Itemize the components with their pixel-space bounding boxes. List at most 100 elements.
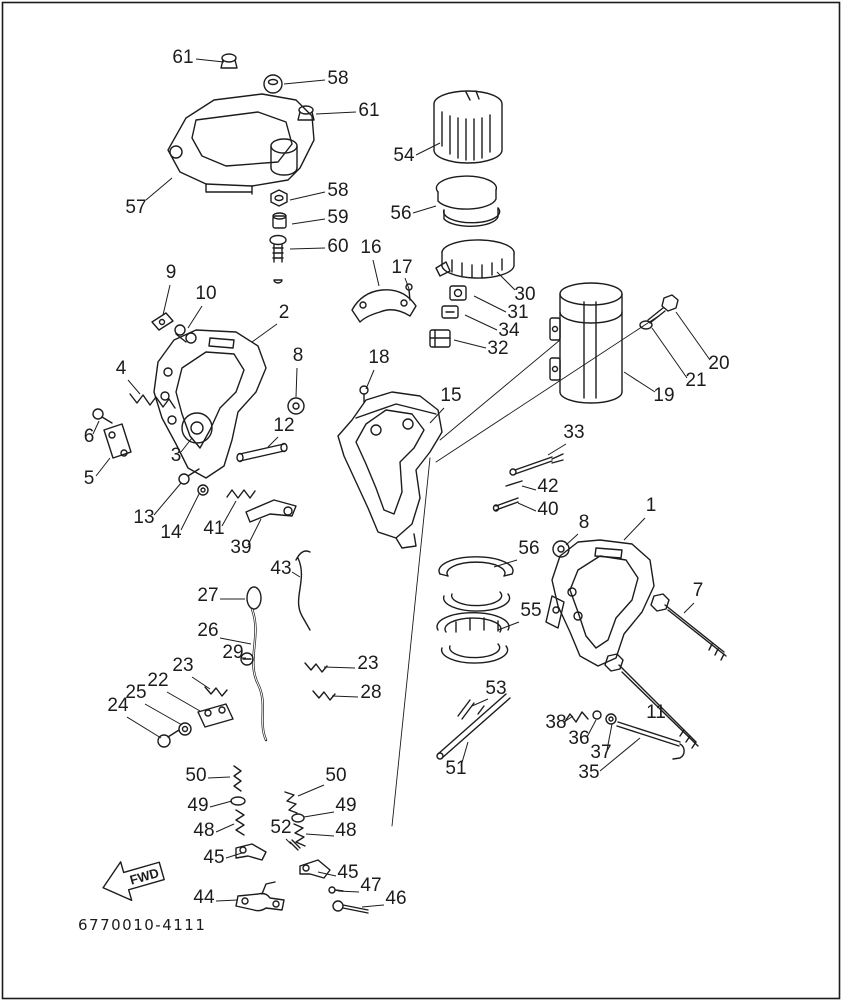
leader-line-58 (283, 79, 326, 85)
callout-8-38: 8 (579, 512, 590, 533)
leader-line-23 (191, 676, 211, 690)
callout-11-42: 11 (646, 702, 666, 723)
part-50-spring-left (233, 765, 242, 792)
alignment-lines (391, 314, 661, 827)
part-50-spring-right (284, 791, 298, 814)
callout-5-20: 5 (84, 468, 95, 489)
leader-line-39 (247, 518, 262, 546)
part-46-bolt (332, 900, 369, 914)
callout-1-37: 1 (646, 495, 657, 516)
leader-line-5 (95, 457, 111, 477)
part-38-spring (563, 711, 589, 724)
callout-49-59: 49 (187, 795, 208, 816)
leader-line-50 (297, 784, 325, 797)
leader-line-26 (219, 637, 252, 645)
part-47-pin (328, 886, 344, 894)
part-6-screw (92, 408, 113, 424)
callout-29-45: 29 (222, 642, 243, 663)
part-21-washer (639, 320, 653, 330)
callout-10-16: 10 (195, 283, 216, 304)
callout-43-28: 43 (270, 558, 291, 579)
part-40-pin (492, 497, 519, 512)
part-33-link-rod (509, 453, 564, 476)
part-61-cap-left (220, 53, 238, 69)
part-17-screw (405, 283, 413, 301)
callout-7-41: 7 (693, 580, 704, 601)
leader-line-24 (126, 716, 162, 739)
leader-line-46 (361, 904, 385, 908)
part-24-screw (157, 729, 180, 748)
callout-61-2: 61 (358, 100, 379, 121)
callout-60-6: 60 (327, 236, 348, 257)
callout-14-25: 14 (160, 522, 182, 543)
leader-line-54 (415, 142, 441, 156)
callout-59-5: 59 (327, 207, 348, 228)
callout-48-60: 48 (193, 820, 214, 841)
part-45-lever-left (235, 843, 267, 861)
fwd-arrow: FWD (102, 861, 165, 902)
callout-13-24: 13 (133, 507, 154, 528)
part-23-spring-right (304, 662, 328, 673)
leader-line-56 (412, 205, 437, 214)
leader-line-28 (331, 695, 359, 698)
callout-56-39: 56 (518, 538, 539, 559)
part-28-spring (312, 690, 336, 701)
part-20-bolt (647, 294, 679, 324)
leader-line-21 (651, 327, 688, 379)
part-22-bracket (197, 703, 234, 728)
part-56-damper-lower (438, 556, 514, 612)
part-16-plate (351, 289, 417, 323)
callout-6-19: 6 (84, 426, 95, 447)
part-39-lever (245, 499, 297, 523)
part-30-clamp-band (435, 239, 515, 279)
leader-line-51 (460, 741, 469, 767)
callout-47-67: 47 (360, 875, 381, 896)
part-55-mount-ring (436, 612, 510, 664)
leader-line-8 (295, 367, 298, 398)
part-36-washer (592, 710, 602, 720)
leader-line-57 (145, 177, 173, 201)
part-41-spring (226, 489, 256, 499)
part-37-collar (605, 713, 617, 725)
fwd-label: FWD (128, 865, 161, 888)
callout-54-7: 54 (393, 145, 415, 166)
leader-line-9 (162, 284, 171, 316)
leader-line-48 (305, 833, 335, 837)
leader-line-55 (497, 621, 520, 631)
callout-27-43: 27 (197, 585, 218, 606)
callout-56-8: 56 (390, 203, 411, 224)
leader-line-33 (547, 443, 567, 456)
leader-line-61 (315, 111, 357, 115)
part-8-grommet-right (552, 540, 570, 558)
leader-line-49 (303, 811, 335, 818)
callout-28-48: 28 (360, 682, 381, 703)
leader-line-47 (337, 890, 360, 893)
callout-16-13: 16 (360, 237, 381, 258)
leader-line-23 (323, 666, 356, 669)
part-9-clamp-piece (151, 312, 174, 331)
part-32-bracket-clip (429, 329, 451, 348)
callout-39-27: 39 (230, 537, 251, 558)
leader-line-20 (675, 311, 711, 361)
leader-line-8 (565, 533, 579, 546)
leader-line-56 (493, 559, 518, 568)
leader-line-60 (289, 247, 326, 250)
leader-line-4 (127, 379, 141, 395)
leader-line-48 (215, 823, 235, 833)
leader-line-36 (586, 719, 597, 738)
callout-55-40: 55 (520, 600, 541, 621)
part-60-bolt (269, 234, 287, 284)
callout-49-63: 49 (335, 795, 356, 816)
part-10-clamp-piece (174, 324, 197, 344)
part-52-pin (289, 839, 301, 851)
callout-26-44: 26 (197, 620, 218, 641)
leader-line-13 (153, 482, 182, 516)
callout-9-15: 9 (166, 262, 177, 283)
callout-50-62: 50 (325, 765, 346, 786)
leader-line-58 (289, 191, 326, 201)
part-8-grommet-left (287, 397, 305, 415)
leader-line-43 (291, 571, 301, 578)
part-45-lever-right (299, 859, 331, 879)
